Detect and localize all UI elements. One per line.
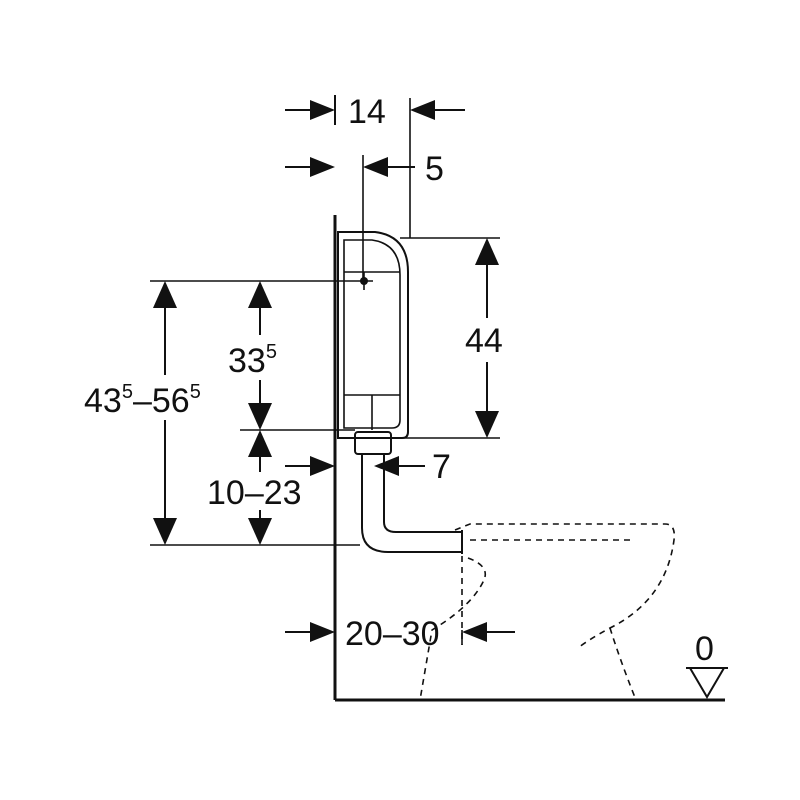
extension-lines: [150, 98, 500, 645]
dim-flush-height: 335: [228, 281, 277, 430]
dim-pipe-offset: 7: [285, 448, 451, 486]
toilet-bowl-outline: [419, 523, 676, 701]
dim-total-height-label: 435–565: [84, 381, 201, 420]
floor-level-triangle-icon: 0: [686, 630, 728, 699]
dim-top-width: 14: [285, 93, 465, 131]
dim-pipe-drop-label: 10–23: [207, 474, 302, 512]
dim-tank-height: 44: [465, 238, 503, 438]
wall-and-floor: [333, 215, 725, 702]
pipe-connector: [354, 431, 392, 455]
dim-top-width-label: 14: [348, 93, 386, 131]
dim-total-height: 435–565: [84, 281, 201, 545]
dim-inlet-offset: 5: [285, 150, 444, 188]
cistern-tank: [337, 231, 409, 439]
dim-pipe-drop: 10–23: [207, 430, 302, 545]
dim-pipe-offset-label: 7: [432, 448, 451, 486]
dim-tank-height-label: 44: [465, 322, 503, 360]
flush-pipe: [354, 431, 463, 554]
dim-bowl-distance-label: 20–30: [345, 615, 440, 653]
dim-flush-height-label: 335: [228, 341, 277, 380]
dim-inlet-offset-label: 5: [425, 150, 444, 188]
dim-bowl-distance: 20–30: [285, 615, 515, 653]
floor-level-label: 0: [695, 630, 714, 668]
